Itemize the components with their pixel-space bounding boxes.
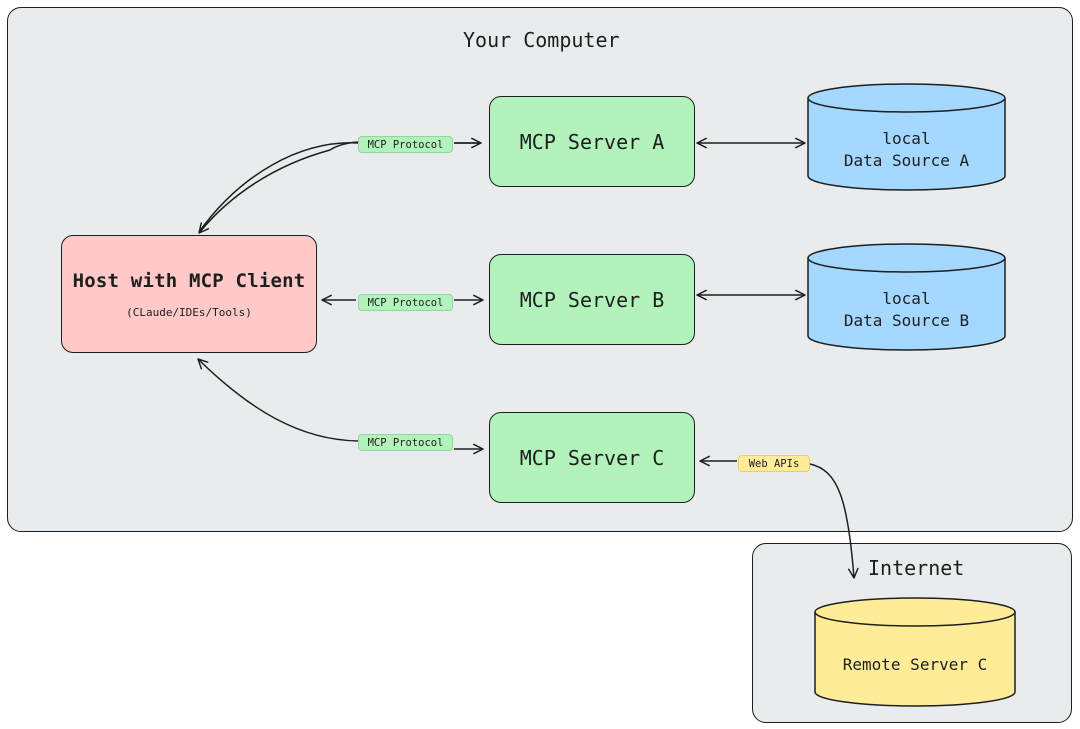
mcp-server-c-label: MCP Server C bbox=[519, 445, 665, 470]
remote-server-c-label: Remote Server C bbox=[842, 655, 988, 674]
data-source-a-line2: Data Source A bbox=[843, 151, 970, 170]
web-apis-label: Web APIs bbox=[738, 455, 810, 472]
mcp-server-c-box: MCP Server C bbox=[489, 412, 695, 503]
local-data-source-a-label: local Data Source A bbox=[808, 128, 1005, 172]
mcp-protocol-label-c: MCP Protocol bbox=[358, 434, 453, 451]
connection-host-server-c bbox=[197, 358, 359, 442]
mcp-protocol-label-a: MCP Protocol bbox=[358, 136, 453, 153]
mcp-server-b-label: MCP Server B bbox=[519, 287, 665, 312]
local-data-source-b-label: local Data Source B bbox=[808, 288, 1005, 332]
connection-a-to-host-arrow bbox=[198, 149, 331, 234]
mcp-server-a-box: MCP Server A bbox=[489, 96, 695, 187]
local-data-source-a-cylinder bbox=[807, 83, 1006, 191]
data-source-a-line1: local bbox=[882, 129, 931, 148]
local-data-source-b-cylinder bbox=[807, 243, 1006, 351]
host-title: Host with MCP Client bbox=[72, 269, 306, 292]
remote-server-c-cylinder bbox=[814, 597, 1016, 707]
mcp-server-a-label: MCP Server A bbox=[519, 129, 665, 154]
mcp-protocol-label-b: MCP Protocol bbox=[358, 294, 453, 311]
your-computer-title: Your Computer bbox=[463, 28, 620, 52]
data-source-b-line1: local bbox=[882, 289, 931, 308]
host-subtitle: (CLaude/IDEs/Tools) bbox=[126, 305, 252, 319]
host-with-mcp-client-box: Host with MCP Client (CLaude/IDEs/Tools) bbox=[61, 235, 317, 353]
connection-host-server-a bbox=[198, 142, 480, 233]
data-source-b-line2: Data Source B bbox=[843, 311, 970, 330]
internet-title: Internet bbox=[868, 556, 965, 580]
mcp-server-b-box: MCP Server B bbox=[489, 254, 695, 345]
connection-web-apis-internet bbox=[809, 463, 859, 579]
